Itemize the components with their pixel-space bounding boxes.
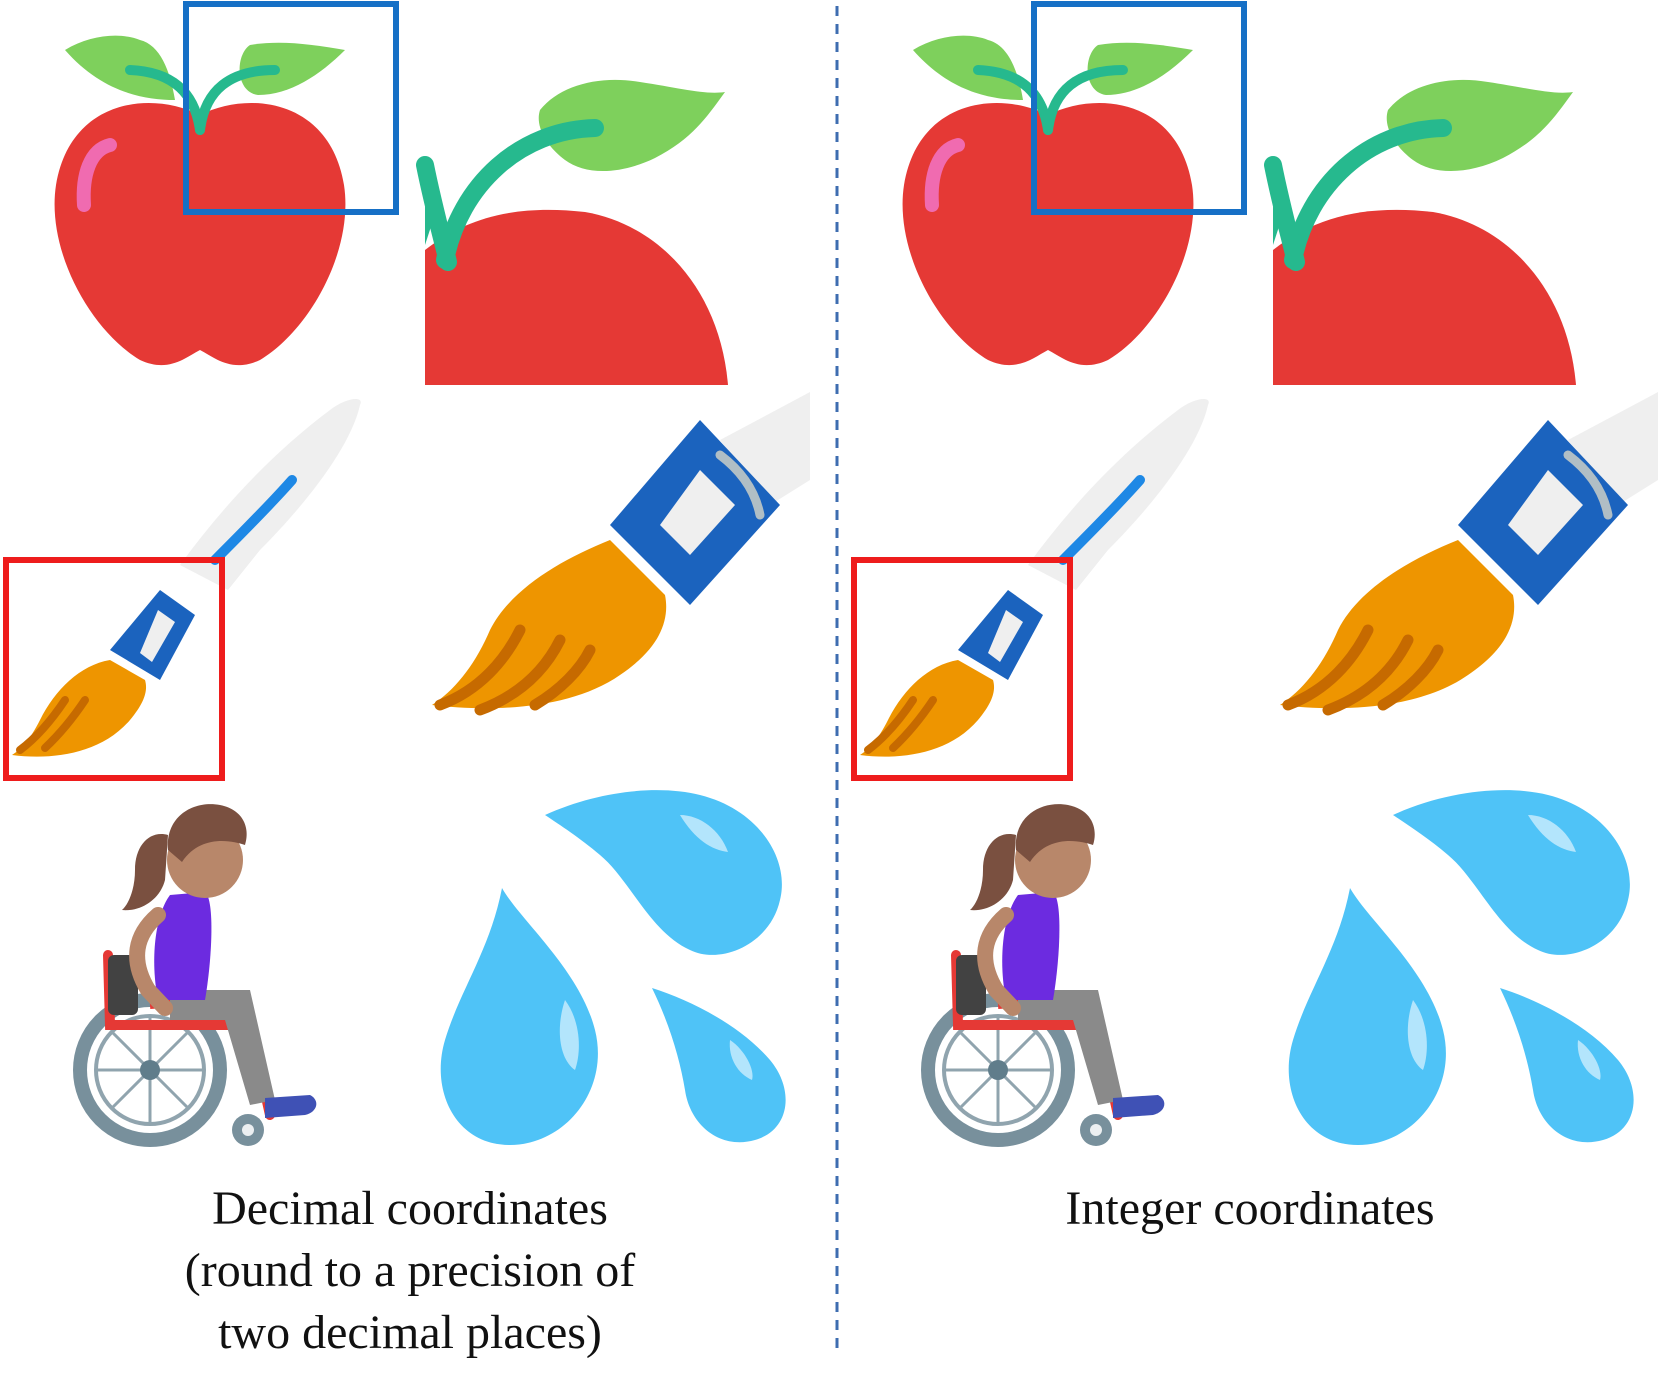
caption-decimal-line-3: two decimal places): [218, 1306, 602, 1359]
wheelchair-person-emoji: [80, 804, 316, 1146]
zoom-box-apple: [183, 1, 399, 215]
zoom-box-paintbrush-integer: [851, 557, 1073, 781]
caption-integer-line-1: Integer coordinates: [1065, 1182, 1435, 1235]
paintbrush-zoom-integer: [1280, 392, 1658, 710]
paintbrush-zoom: [432, 392, 810, 710]
apple-emoji: [55, 36, 346, 365]
panel-integer: [851, 1, 1658, 1146]
sweat-droplets-emoji-integer: [1288, 790, 1634, 1145]
caption-integer: Integer coordinates: [900, 1178, 1600, 1240]
zoom-box-apple-integer: [1031, 1, 1247, 215]
zoom-box-paintbrush: [3, 557, 225, 781]
panel-decimal: [3, 1, 810, 1146]
apple-zoom: [425, 80, 728, 385]
sweat-droplets-emoji: [440, 790, 786, 1145]
paintbrush-emoji-integer: [860, 399, 1209, 757]
caption-decimal-line-1: Decimal coordinates: [212, 1182, 608, 1235]
paintbrush-emoji: [12, 399, 361, 757]
caption-decimal-line-2: (round to a precision of: [184, 1244, 636, 1297]
wheelchair-person-emoji-integer: [928, 804, 1164, 1146]
apple-zoom-integer: [1273, 80, 1576, 385]
apple-emoji-integer: [903, 36, 1194, 365]
caption-decimal: Decimal coordinates (round to a precisio…: [60, 1178, 760, 1364]
